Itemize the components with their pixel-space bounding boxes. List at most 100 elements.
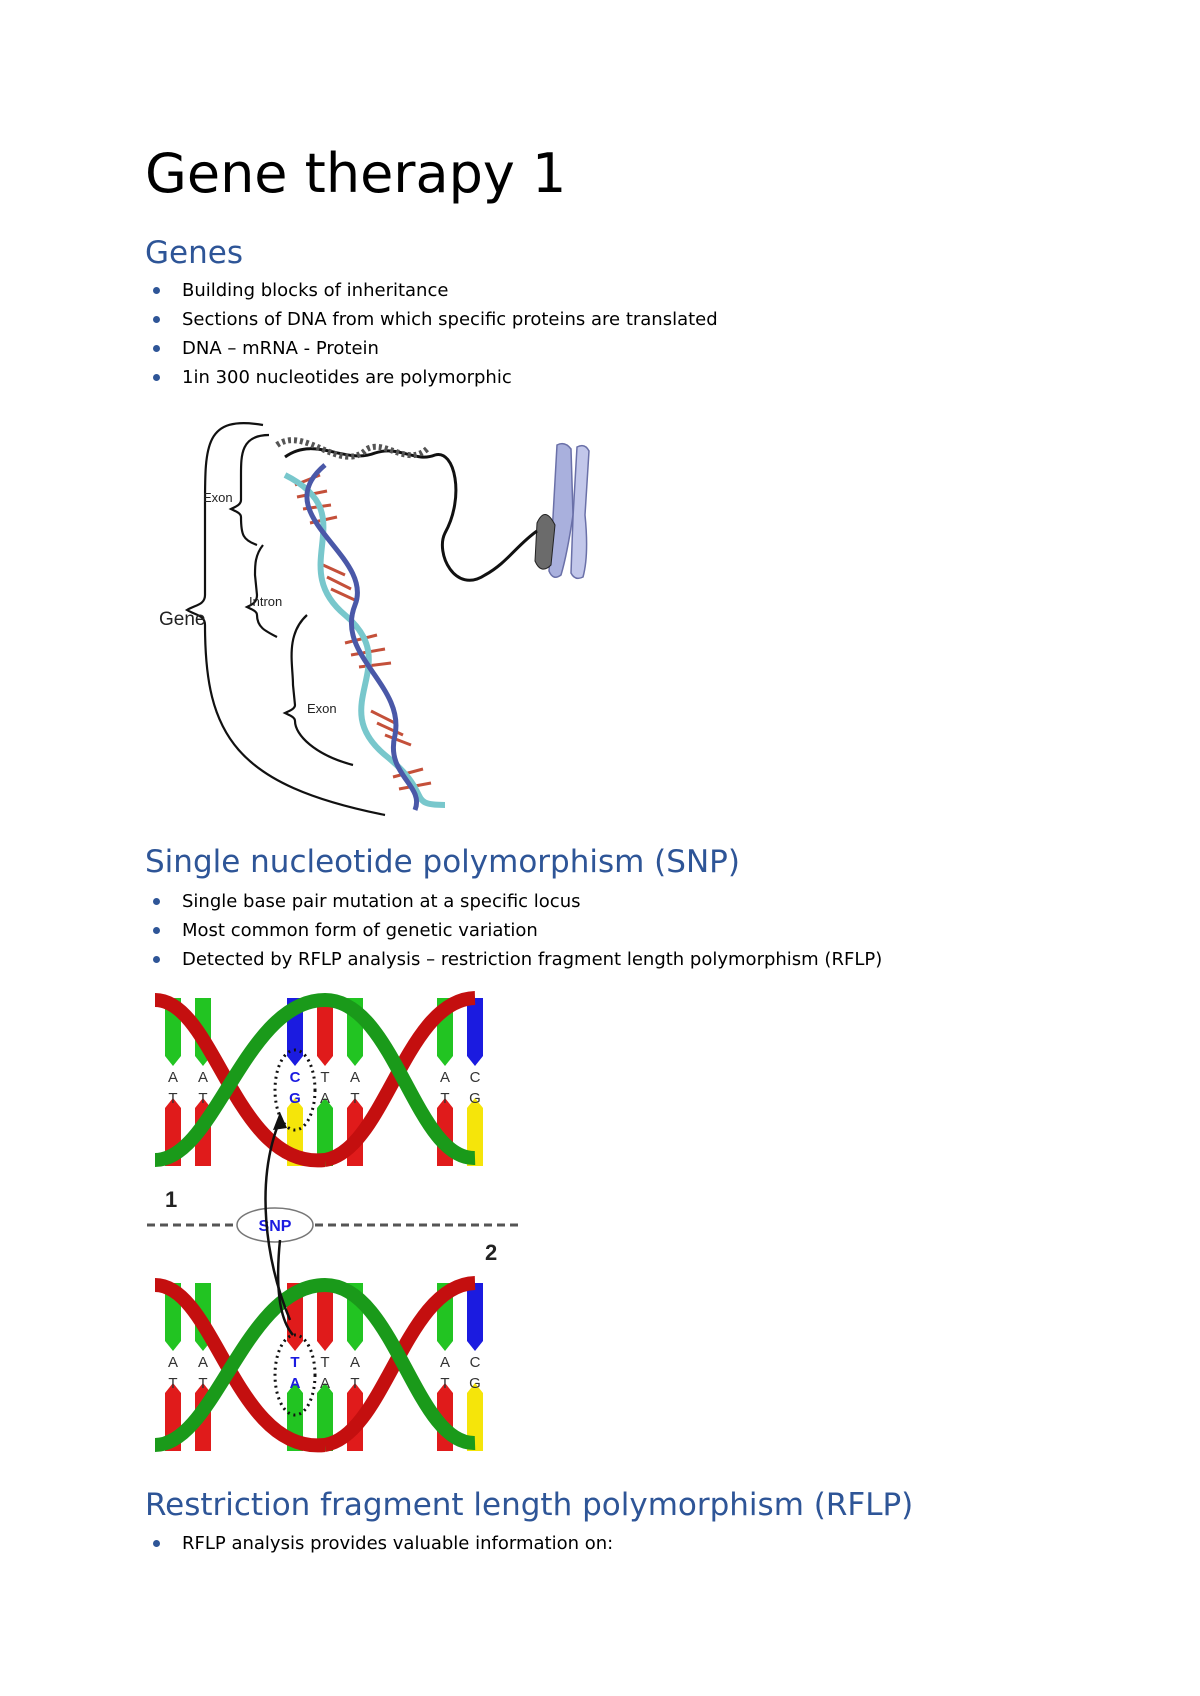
base-letter: A	[168, 1069, 178, 1086]
backbone-strand	[154, 1277, 476, 1452]
base-letter: A	[198, 1069, 208, 1086]
base-letter: A	[198, 1354, 208, 1371]
bullet-icon	[153, 374, 160, 381]
base-letter: T	[198, 1375, 207, 1392]
base-letter: C	[290, 1069, 301, 1086]
snp-label-bubble	[236, 1207, 314, 1243]
section-heading-genes: Genes	[145, 235, 243, 271]
base-letter: T	[168, 1375, 177, 1392]
snp-number-bottom: 2	[485, 1240, 497, 1265]
page-title: Gene therapy 1	[145, 142, 567, 205]
base-bar-tip	[467, 1341, 483, 1351]
snp-bullet-list: Single base pair mutation at a specific …	[145, 887, 882, 974]
base-letter: T	[350, 1375, 359, 1392]
base-letter: G	[289, 1090, 301, 1107]
exon-top-label: Exon	[203, 490, 233, 505]
base-bar-tip	[287, 1383, 303, 1393]
list-item: Building blocks of inheritance	[145, 276, 718, 305]
base-bar-tip	[165, 1098, 181, 1108]
base-bar	[317, 1393, 333, 1451]
dna-helix	[283, 463, 446, 811]
base-letter: C	[470, 1354, 481, 1371]
base-bar-tip	[467, 1098, 483, 1108]
base-bar-tip	[347, 1056, 363, 1066]
base-letter: T	[440, 1090, 449, 1107]
base-bar-tip	[347, 1341, 363, 1351]
snp-label: SNP	[259, 1218, 292, 1235]
base-bar-tip	[437, 1056, 453, 1066]
base-letter: T	[290, 1354, 299, 1371]
list-item: Sections of DNA from which specific prot…	[145, 305, 718, 334]
base-bar-tip	[347, 1098, 363, 1108]
base-bar	[317, 998, 333, 1056]
base-bar-tip	[195, 1383, 211, 1393]
base-letter: T	[440, 1375, 449, 1392]
list-item: Detected by RFLP analysis – restriction …	[145, 945, 882, 974]
bullet-icon	[153, 927, 160, 934]
base-letter: A	[320, 1090, 330, 1107]
list-item: RFLP analysis provides valuable informat…	[145, 1529, 613, 1558]
base-letter: T	[320, 1069, 329, 1086]
base-letter: T	[350, 1090, 359, 1107]
base-bar-tip	[347, 1383, 363, 1393]
base-bar-tip	[195, 1098, 211, 1108]
base-bar-tip	[165, 1383, 181, 1393]
base-bar-tip	[467, 1383, 483, 1393]
bullet-icon	[153, 1540, 160, 1547]
base-bar-tip	[287, 1056, 303, 1066]
chromosome-icon	[534, 442, 590, 580]
list-item: Most common form of genetic variation	[145, 916, 882, 945]
gene-label: Gene	[159, 609, 205, 630]
base-bar-tip	[317, 1056, 333, 1066]
base-bar-tip	[437, 1098, 453, 1108]
base-letter: T	[168, 1090, 177, 1107]
bullet-icon	[153, 316, 160, 323]
list-item: 1in 300 nucleotides are polymorphic	[145, 363, 718, 392]
base-bar-tip	[317, 1341, 333, 1351]
base-bar-tip	[317, 1383, 333, 1393]
base-letter: A	[168, 1354, 178, 1371]
base-bar-tip	[437, 1341, 453, 1351]
base-bar	[317, 1283, 333, 1341]
base-bar	[467, 998, 483, 1056]
base-letter: C	[470, 1069, 481, 1086]
base-bar-tip	[287, 1098, 303, 1108]
backbone-strand	[154, 992, 476, 1167]
exon-bottom-label: Exon	[307, 701, 337, 716]
list-item: Single base pair mutation at a specific …	[145, 887, 882, 916]
snp-highlight	[273, 1048, 317, 1132]
bullet-icon	[153, 287, 160, 294]
base-letter: A	[320, 1375, 330, 1392]
base-letter: G	[469, 1375, 481, 1392]
base-bar-tip	[467, 1056, 483, 1066]
gene-braces	[184, 422, 386, 817]
list-item: DNA – mRNA - Protein	[145, 334, 718, 363]
base-letter: T	[320, 1354, 329, 1371]
base-bar-tip	[165, 1056, 181, 1066]
gene-dna-figure: Gene Exon Intron Exon	[145, 405, 610, 820]
base-letter: A	[350, 1354, 360, 1371]
base-letter: G	[469, 1090, 481, 1107]
rflp-bullet-list: RFLP analysis provides valuable informat…	[145, 1529, 613, 1558]
base-letter: A	[290, 1375, 301, 1392]
snp-highlight	[273, 1333, 317, 1417]
section-heading-snp: Single nucleotide polymorphism (SNP)	[145, 844, 740, 880]
genes-bullet-list: Building blocks of inheritance Sections …	[145, 276, 718, 392]
bullet-icon	[153, 898, 160, 905]
snp-number-top: 1	[165, 1187, 177, 1212]
base-letter: A	[440, 1354, 450, 1371]
base-bar-tip	[437, 1383, 453, 1393]
section-heading-rflp: Restriction fragment length polymorphism…	[145, 1487, 914, 1523]
base-letter: A	[350, 1069, 360, 1086]
base-bar-tip	[165, 1341, 181, 1351]
base-bar-tip	[317, 1098, 333, 1108]
bullet-icon	[153, 345, 160, 352]
base-letter: T	[198, 1090, 207, 1107]
base-bar	[317, 1108, 333, 1166]
base-letter: A	[440, 1069, 450, 1086]
intron-label: Intron	[249, 594, 282, 609]
bullet-icon	[153, 956, 160, 963]
